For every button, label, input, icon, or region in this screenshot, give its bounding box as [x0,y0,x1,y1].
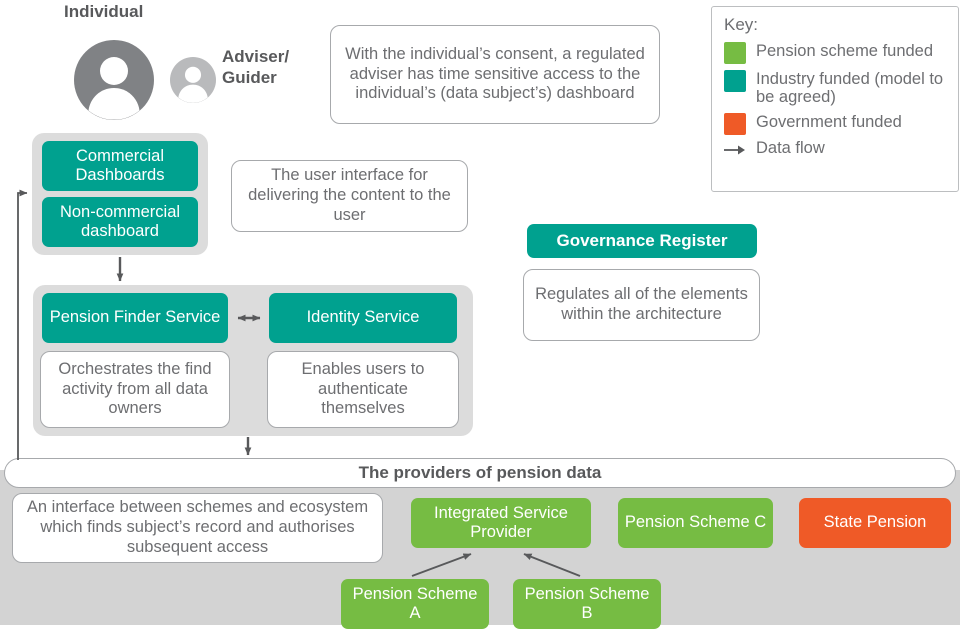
key-swatch-green [724,42,746,64]
pension-finder-note: Orchestrates the find activity from all … [40,351,230,428]
identity-service-node[interactable]: Identity Service [269,293,457,343]
data-flow-arrow-icon [724,139,746,161]
key-label-pension-scheme-funded: Pension scheme funded [756,42,934,60]
integrated-service-provider-node[interactable]: Integrated Service Provider [411,498,591,548]
key-label-industry-funded: Industry funded (model to be agreed) [756,70,944,107]
providers-bar: The providers of pension data [4,458,956,488]
arrow-providers-to-dashboards [17,189,28,460]
key-item-industry-funded: Industry funded (model to be agreed) [724,70,948,107]
adviser-avatar-icon [170,57,216,103]
key-item-data-flow: Data flow [724,139,948,161]
consent-note: With the individual’s consent, a regulat… [330,25,660,124]
commercial-dashboards-node[interactable]: Commercial Dashboards [42,141,198,191]
identity-service-note: Enables users to authenticate themselves [267,351,459,428]
pension-scheme-c-node[interactable]: Pension Scheme C [618,498,773,548]
pension-scheme-b-node[interactable]: Pension Scheme B [513,579,661,629]
governance-note: Regulates all of the elements within the… [523,269,760,341]
key-swatch-teal [724,70,746,92]
individual-avatar-icon [74,40,154,120]
governance-register-node[interactable]: Governance Register [527,224,757,258]
page-title: Individual [64,2,144,21]
key-swatch-orange [724,112,746,135]
key-panel: Key: Pension scheme funded Industry fund… [711,6,959,192]
dashboards-note: The user interface for delivering the co… [231,160,468,232]
pension-finder-service-node[interactable]: Pension Finder Service [42,293,228,343]
adviser-guider-label: Adviser/ Guider [222,47,290,87]
key-title: Key: [724,15,759,34]
non-commercial-dashboard-node[interactable]: Non-commercial dashboard [42,197,198,247]
key-item-pension-scheme-funded: Pension scheme funded [724,42,948,64]
state-pension-node[interactable]: State Pension [799,498,951,548]
key-label-government-funded: Government funded [756,112,902,131]
pension-scheme-a-node[interactable]: Pension Scheme A [341,579,489,629]
key-label-data-flow: Data flow [756,138,825,157]
key-item-government-funded: Government funded [724,112,948,135]
provider-interface-note: An interface between schemes and ecosyst… [12,493,383,563]
